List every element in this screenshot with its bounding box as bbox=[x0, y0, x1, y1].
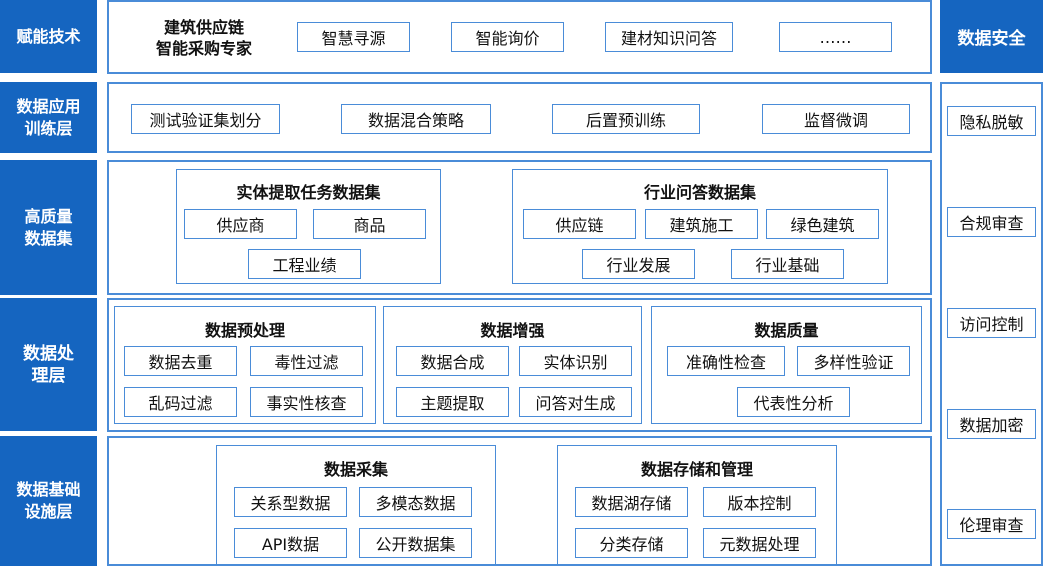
layer-label-processing-line2: 理层 bbox=[31, 365, 66, 386]
app-item-test-split[interactable]: 测试验证集划分 bbox=[131, 104, 280, 134]
layer-label-infrastructure: 数据基础 设施层 bbox=[0, 436, 97, 566]
group-preprocessing: 数据预处理 数据去重 毒性过滤 乱码过滤 事实性核查 bbox=[114, 306, 376, 424]
industry-item-construction[interactable]: 建筑施工 bbox=[645, 209, 758, 239]
pre-item-garbled[interactable]: 乱码过滤 bbox=[124, 387, 237, 417]
aug-item-topic-extraction[interactable]: 主题提取 bbox=[396, 387, 509, 417]
storage-item-classified[interactable]: 分类存储 bbox=[575, 528, 688, 558]
aug-item-synthesis[interactable]: 数据合成 bbox=[396, 346, 509, 376]
security-item-compliance[interactable]: 合规审查 bbox=[947, 207, 1036, 237]
layer-datasets-frame: 实体提取任务数据集 供应商 商品 工程业绩 行业问答数据集 供应链 建筑施工 绿… bbox=[107, 160, 932, 295]
layer-label-application-line1: 数据应用 bbox=[16, 96, 81, 116]
layer-label-enable-text: 赋能技术 bbox=[16, 26, 81, 46]
pre-item-toxicity[interactable]: 毒性过滤 bbox=[250, 346, 363, 376]
group-quality: 数据质量 准确性检查 多样性验证 代表性分析 bbox=[651, 306, 922, 424]
enable-item-more[interactable]: …… bbox=[779, 22, 892, 52]
enable-item-inquiry[interactable]: 智能询价 bbox=[451, 22, 564, 52]
layer-processing-frame: 数据预处理 数据去重 毒性过滤 乱码过滤 事实性核查 数据增强 数据合成 实体识… bbox=[107, 298, 932, 432]
layer-label-enable: 赋能技术 bbox=[0, 0, 97, 73]
security-item-ethics[interactable]: 伦理审查 bbox=[947, 509, 1036, 539]
layer-label-datasets-line1: 高质量 bbox=[24, 206, 73, 226]
security-header: 数据安全 bbox=[940, 0, 1043, 73]
industry-item-green-building[interactable]: 绿色建筑 bbox=[766, 209, 879, 239]
group-entity-dataset-title: 实体提取任务数据集 bbox=[236, 183, 381, 202]
collect-item-relational[interactable]: 关系型数据 bbox=[234, 487, 347, 517]
pre-item-dedup[interactable]: 数据去重 bbox=[124, 346, 237, 376]
entity-item-performance[interactable]: 工程业绩 bbox=[248, 249, 361, 279]
layer-label-application: 数据应用 训练层 bbox=[0, 82, 97, 153]
layer-label-datasets-line2: 数据集 bbox=[24, 228, 73, 248]
layer-label-processing: 数据处 理层 bbox=[0, 298, 97, 431]
layer-label-datasets: 高质量 数据集 bbox=[0, 160, 97, 295]
aug-item-qa-generation[interactable]: 问答对生成 bbox=[519, 387, 632, 417]
group-quality-title: 数据质量 bbox=[754, 321, 819, 340]
layer-infrastructure-frame: 数据采集 关系型数据 多模态数据 API数据 公开数据集 数据存储和管理 数据湖… bbox=[107, 436, 932, 566]
group-industry-qa-title: 行业问答数据集 bbox=[643, 183, 756, 202]
collect-item-multimodal[interactable]: 多模态数据 bbox=[359, 487, 472, 517]
layer-label-processing-line1: 数据处 bbox=[23, 343, 74, 364]
collect-item-public[interactable]: 公开数据集 bbox=[359, 528, 472, 558]
industry-item-basics[interactable]: 行业基础 bbox=[731, 249, 844, 279]
enable-item-sourcing[interactable]: 智慧寻源 bbox=[297, 22, 410, 52]
enable-lead-title: 建筑供应链 智能采购专家 bbox=[129, 9, 279, 67]
enable-lead-line2: 智能采购专家 bbox=[155, 39, 252, 58]
security-item-encryption[interactable]: 数据加密 bbox=[947, 409, 1036, 439]
app-item-post-pretrain[interactable]: 后置预训练 bbox=[552, 104, 700, 134]
security-title: 数据安全 bbox=[957, 29, 1026, 49]
quality-item-diversity[interactable]: 多样性验证 bbox=[797, 346, 910, 376]
quality-item-representativeness[interactable]: 代表性分析 bbox=[737, 387, 850, 417]
layer-label-application-line2: 训练层 bbox=[24, 118, 73, 138]
group-storage: 数据存储和管理 数据湖存储 版本控制 分类存储 元数据处理 bbox=[557, 445, 837, 565]
group-industry-qa: 行业问答数据集 供应链 建筑施工 绿色建筑 行业发展 行业基础 bbox=[512, 169, 888, 284]
storage-item-versioning[interactable]: 版本控制 bbox=[703, 487, 816, 517]
group-collection-title: 数据采集 bbox=[323, 460, 388, 479]
layer-enable-frame: 建筑供应链 智能采购专家 智慧寻源 智能询价 建材知识问答 …… bbox=[107, 0, 932, 74]
enable-lead-line1: 建筑供应链 bbox=[163, 18, 244, 37]
storage-item-metadata[interactable]: 元数据处理 bbox=[703, 528, 816, 558]
group-collection: 数据采集 关系型数据 多模态数据 API数据 公开数据集 bbox=[216, 445, 496, 565]
collect-item-api[interactable]: API数据 bbox=[234, 528, 347, 558]
group-entity-dataset: 实体提取任务数据集 供应商 商品 工程业绩 bbox=[176, 169, 441, 284]
aug-item-entity-recognition[interactable]: 实体识别 bbox=[519, 346, 632, 376]
pre-item-factcheck[interactable]: 事实性核查 bbox=[250, 387, 363, 417]
app-item-sft[interactable]: 监督微调 bbox=[762, 104, 910, 134]
layer-application-frame: 测试验证集划分 数据混合策略 后置预训练 监督微调 bbox=[107, 82, 932, 153]
entity-item-goods[interactable]: 商品 bbox=[313, 209, 426, 239]
security-frame: 隐私脱敏 合规审查 访问控制 数据加密 伦理审查 bbox=[940, 82, 1043, 566]
enable-item-qa[interactable]: 建材知识问答 bbox=[605, 22, 733, 52]
group-augmentation-title: 数据增强 bbox=[480, 321, 545, 340]
group-preprocessing-title: 数据预处理 bbox=[204, 321, 285, 340]
industry-item-supply-chain[interactable]: 供应链 bbox=[523, 209, 636, 239]
layer-label-infrastructure-line1: 数据基础 bbox=[16, 480, 81, 499]
layer-label-infrastructure-line2: 设施层 bbox=[24, 502, 73, 521]
security-item-access-control[interactable]: 访问控制 bbox=[947, 308, 1036, 338]
storage-item-datalake[interactable]: 数据湖存储 bbox=[575, 487, 688, 517]
entity-item-supplier[interactable]: 供应商 bbox=[184, 209, 297, 239]
industry-item-development[interactable]: 行业发展 bbox=[582, 249, 695, 279]
group-augmentation: 数据增强 数据合成 实体识别 主题提取 问答对生成 bbox=[383, 306, 642, 424]
quality-item-accuracy[interactable]: 准确性检查 bbox=[667, 346, 785, 376]
group-storage-title: 数据存储和管理 bbox=[640, 460, 753, 479]
app-item-mix-strategy[interactable]: 数据混合策略 bbox=[341, 104, 491, 134]
security-item-privacy[interactable]: 隐私脱敏 bbox=[947, 106, 1036, 136]
